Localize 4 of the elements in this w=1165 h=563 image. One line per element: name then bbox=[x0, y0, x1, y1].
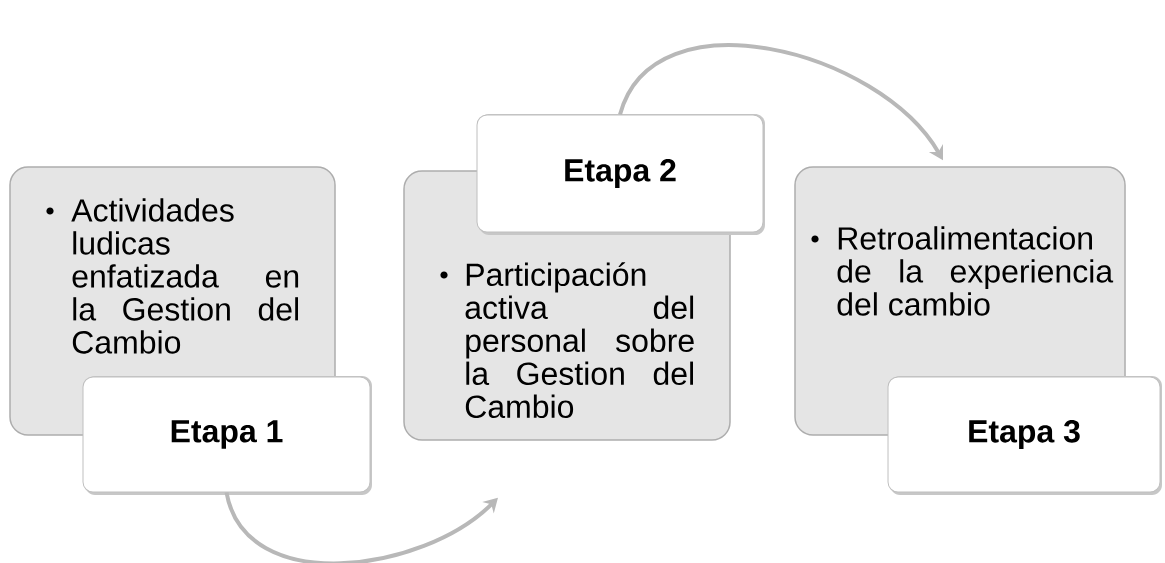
step-label-box: Etapa 3 bbox=[887, 376, 1162, 495]
curved-arrow bbox=[224, 491, 498, 563]
step-label-box: Etapa 1 bbox=[82, 376, 372, 495]
step-label-box: Etapa 2 bbox=[476, 114, 765, 235]
